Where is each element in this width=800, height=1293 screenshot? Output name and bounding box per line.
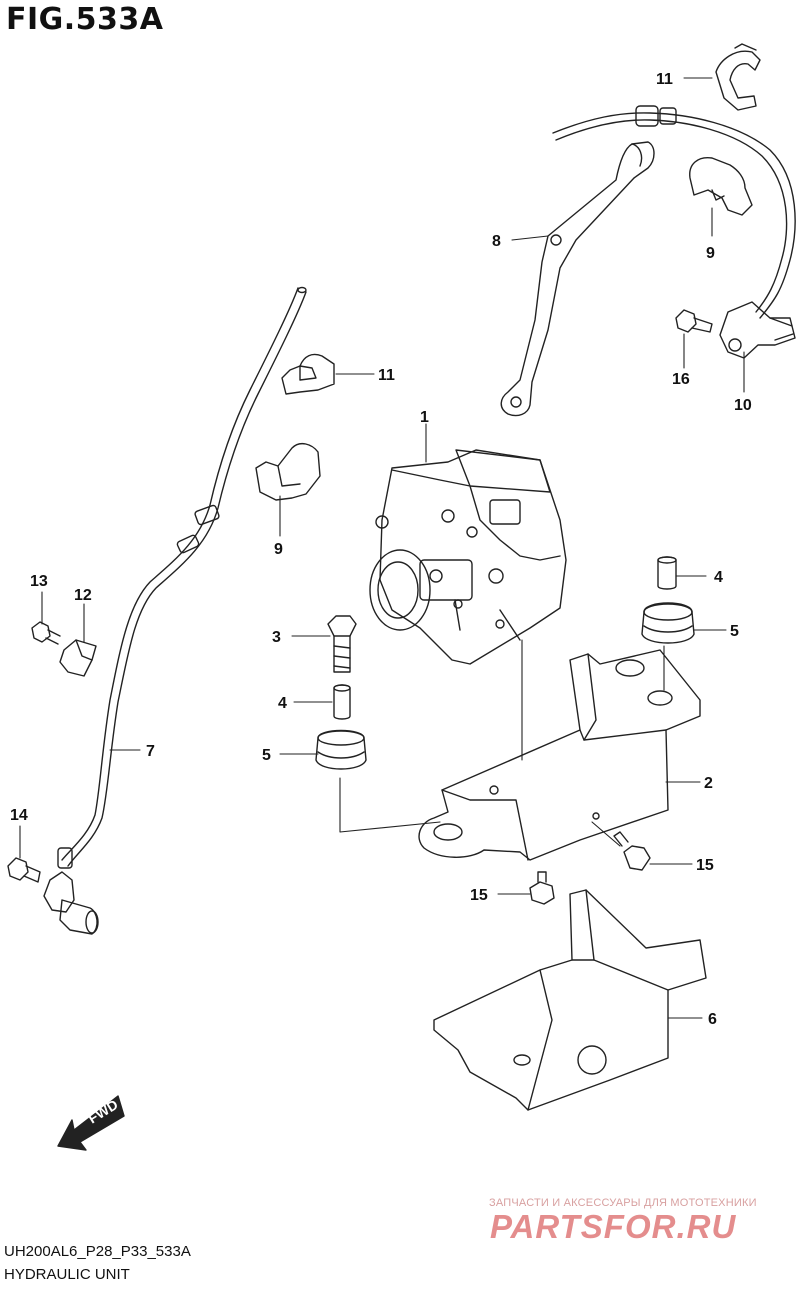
rubber-5-left	[315, 729, 367, 770]
cover-6	[433, 889, 707, 1111]
clamp-9-upper	[689, 157, 753, 216]
bolt-13	[31, 621, 61, 645]
bolt-15-left	[529, 871, 555, 905]
callout-2[interactable]: 2	[704, 775, 713, 792]
watermark-logo: PARTSFOR.RU	[490, 1208, 737, 1245]
callout-9-middle[interactable]: 9	[274, 541, 283, 558]
callout-1[interactable]: 1	[420, 409, 429, 426]
wheel-speed-sensor-front	[43, 871, 99, 935]
hydraulic-unit	[369, 449, 567, 665]
watermark-tagline: ЗАПЧАСТИ И АКСЕССУАРЫ ДЛЯ МОТОТЕХНИКИ	[489, 1197, 757, 1209]
wheel-speed-sensor-rear	[719, 301, 796, 359]
bracket-8	[500, 141, 655, 417]
callout-4-right[interactable]: 4	[714, 569, 723, 586]
callout-5-left[interactable]: 5	[262, 747, 271, 764]
rear-sensor-cable	[552, 105, 796, 319]
bolt-3	[327, 615, 357, 673]
callout-10[interactable]: 10	[734, 397, 752, 414]
leader-lines	[19, 77, 745, 1019]
clamp-9-middle	[255, 442, 321, 501]
callout-14[interactable]: 14	[10, 807, 28, 824]
callout-7[interactable]: 7	[146, 743, 155, 760]
callout-11-middle[interactable]: 11	[378, 367, 395, 384]
bolt-16	[675, 309, 713, 333]
callout-8[interactable]: 8	[492, 233, 501, 250]
callout-15-left[interactable]: 15	[470, 887, 488, 904]
callout-9-upper[interactable]: 9	[706, 245, 715, 262]
figure-code: UH200AL6_P28_P33_533A	[4, 1243, 191, 1260]
callout-11-upper[interactable]: 11	[656, 71, 673, 88]
bolt-14	[7, 857, 41, 883]
callout-numbers: 1 2 3 4 4 5 5 6 7 8 9 9 10 11 11 12 13 1…	[10, 71, 752, 1028]
figure-title: FIG.533A	[6, 2, 164, 37]
callout-16[interactable]: 16	[672, 371, 690, 388]
bolt-15-right	[613, 831, 651, 871]
callout-15-right[interactable]: 15	[696, 857, 714, 874]
clip-12	[59, 639, 97, 677]
callout-6[interactable]: 6	[708, 1011, 717, 1028]
clamp-11-upper	[715, 43, 761, 111]
callout-4-left[interactable]: 4	[278, 695, 287, 712]
figure-name: HYDRAULIC UNIT	[4, 1266, 130, 1283]
front-sensor-cable	[57, 286, 307, 869]
collar-4-right	[657, 556, 677, 590]
callout-12[interactable]: 12	[74, 587, 92, 604]
bracket-2	[418, 649, 701, 861]
callout-3[interactable]: 3	[272, 629, 281, 646]
collar-4-left	[333, 684, 351, 720]
callout-13[interactable]: 13	[30, 573, 48, 590]
fwd-direction-arrow[interactable]: FWD	[57, 1095, 125, 1151]
callout-5-right[interactable]: 5	[730, 623, 739, 640]
rubber-5-right	[641, 602, 695, 644]
clamp-11-middle	[281, 353, 335, 395]
